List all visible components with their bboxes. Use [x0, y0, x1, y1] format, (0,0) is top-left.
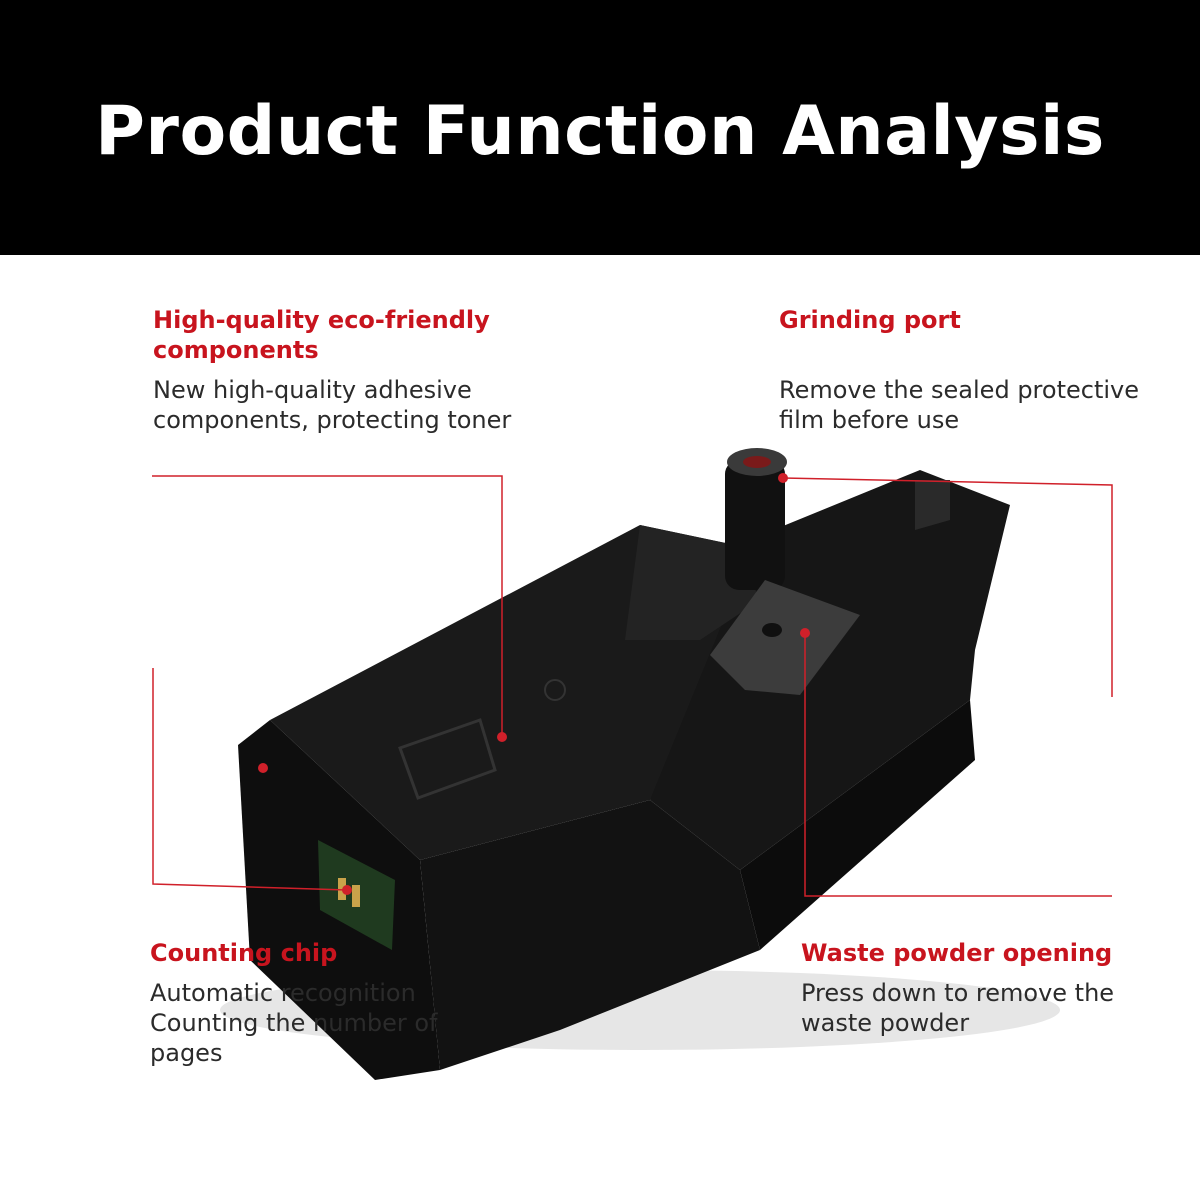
embossed-mark — [544, 679, 566, 701]
page-title: Product Function Analysis — [95, 92, 1105, 171]
cartridge-side-face — [420, 800, 760, 1070]
header-banner: Product Function Analysis — [0, 0, 1200, 255]
callout-title: Counting chip — [150, 939, 338, 967]
callout-title: High-quality eco-friendly components — [153, 306, 490, 364]
callout-description: Remove the sealed protective film before… — [779, 376, 1139, 434]
callout-grinding-port: Grinding port Remove the sealed protecti… — [779, 305, 1159, 435]
chip-contact — [338, 878, 346, 900]
chip-contact — [352, 885, 360, 907]
grinding-port-seal — [743, 456, 771, 468]
callout-description: Press down to remove the waste powder — [801, 979, 1115, 1037]
grinding-port-body — [725, 460, 785, 590]
callout-eco-components: High-quality eco-friendly components New… — [153, 305, 513, 435]
waste-powder-hole — [762, 623, 782, 637]
callout-description: New high-quality adhesive components, pr… — [153, 376, 512, 434]
callout-description: Automatic recognition Counting the numbe… — [150, 979, 438, 1067]
callout-counting-chip: Counting chip Automatic recognition Coun… — [150, 938, 470, 1068]
callout-title: Grinding port — [779, 306, 961, 334]
callout-title: Waste powder opening — [801, 939, 1113, 967]
cartridge-top-face — [270, 525, 740, 860]
callout-waste-powder: Waste powder opening Press down to remov… — [801, 938, 1161, 1038]
